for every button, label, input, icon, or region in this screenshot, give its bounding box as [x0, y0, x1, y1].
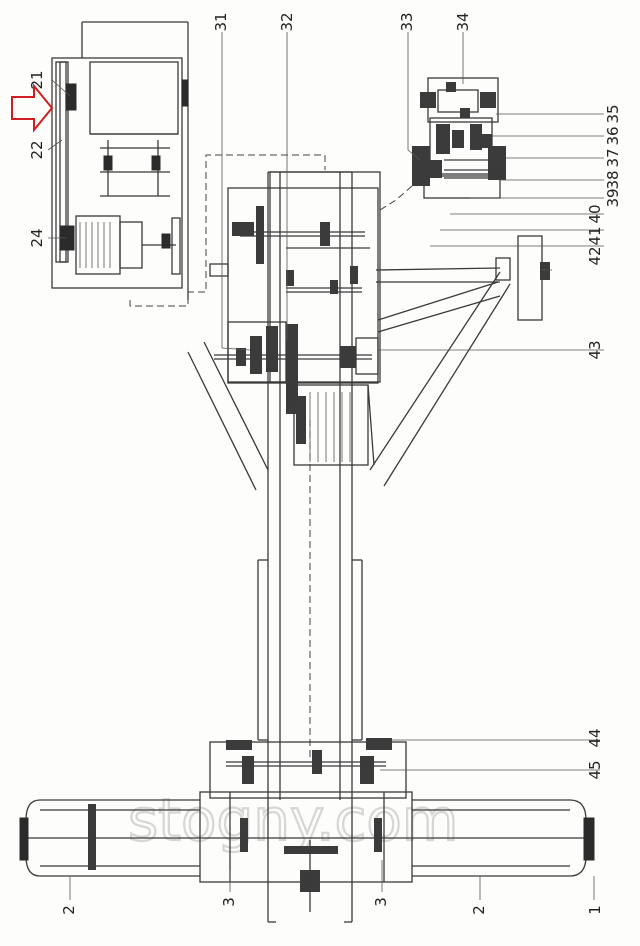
label-22: 22: [28, 140, 46, 159]
watermark: stogny.com: [128, 786, 458, 854]
label-3-left: 3: [220, 897, 238, 907]
label-2-left: 2: [60, 905, 78, 915]
label-36: 36: [604, 126, 622, 145]
label-1: 1: [586, 905, 604, 915]
label-44: 44: [586, 728, 604, 747]
callout-labels: 21 22 24 31 32 33 34 35 36 37 38 39 40 4…: [28, 12, 622, 914]
right-stay-and-support: [369, 235, 552, 487]
label-41: 41: [586, 226, 604, 245]
upper-gear-housing: [209, 171, 381, 466]
label-42: 42: [586, 246, 604, 265]
leader-lines: [47, 32, 604, 900]
label-32: 32: [278, 12, 296, 31]
motor-drive-unit: [51, 21, 326, 307]
label-43: 43: [586, 340, 604, 359]
label-24: 24: [28, 228, 46, 247]
label-40: 40: [586, 204, 604, 223]
reduction-gearbox: [379, 77, 506, 211]
red-outline-arrow-right-icon: [11, 83, 54, 133]
label-33: 33: [398, 12, 416, 31]
left-stay: [187, 341, 269, 491]
drive-axle: [19, 791, 595, 912]
label-45: 45: [586, 760, 604, 779]
label-39: 39: [604, 188, 622, 207]
label-3-right: 3: [372, 897, 390, 907]
label-31: 31: [212, 12, 230, 31]
label-37: 37: [604, 148, 622, 167]
rear-axle-housing: [209, 738, 407, 799]
label-2-right: 2: [470, 905, 488, 915]
label-38: 38: [604, 170, 622, 189]
label-35: 35: [604, 104, 622, 123]
label-21: 21: [28, 70, 46, 89]
label-34: 34: [454, 12, 472, 31]
